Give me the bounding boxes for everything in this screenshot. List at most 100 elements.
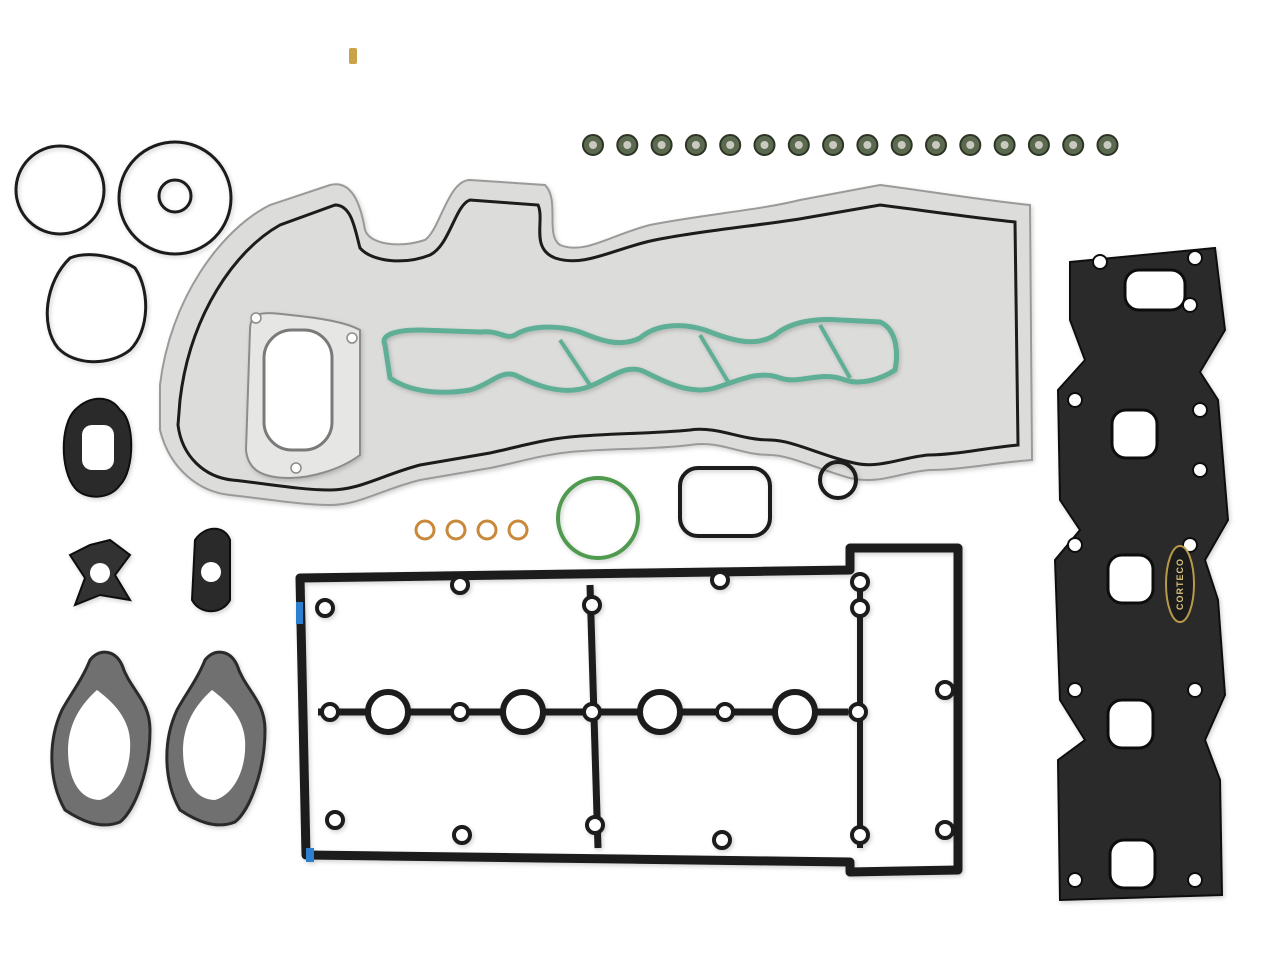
exhaust-bolt-hole xyxy=(1187,250,1203,266)
exhaust-ports xyxy=(1067,250,1208,890)
bolt-hole xyxy=(585,815,605,835)
timing-cover-black-bead xyxy=(176,198,1020,492)
egr-bolt-hole-1 xyxy=(250,312,262,324)
middle-small-seals xyxy=(556,460,858,560)
brand-badge-text: CORTECO xyxy=(1175,558,1185,610)
o-ring-large-right xyxy=(117,140,233,256)
o-ring-small xyxy=(157,178,193,214)
bolt-hole xyxy=(710,570,730,590)
valve-stem-seal xyxy=(959,134,982,156)
rounded-seal-ring xyxy=(45,253,148,364)
exhaust-bolt-hole xyxy=(1192,402,1208,418)
valve-stem-seal xyxy=(993,134,1016,156)
bolt-hole xyxy=(850,572,870,592)
small-oval-gasket-hole xyxy=(201,562,221,582)
valve-stem-seal xyxy=(1096,134,1119,156)
bolt-hole xyxy=(850,825,870,845)
brass-fitting xyxy=(349,48,357,64)
left-small-gaskets xyxy=(62,397,231,613)
intake-gasket-outline xyxy=(381,317,899,395)
bolt-hole xyxy=(582,702,602,722)
valve-stem-seal xyxy=(1062,134,1085,156)
exhaust-bolt-hole xyxy=(1067,537,1083,553)
bolt-hole xyxy=(320,702,340,722)
exhaust-bolt-hole xyxy=(1192,462,1208,478)
bolt-hole xyxy=(315,598,335,618)
copper-washer xyxy=(414,519,436,541)
cam-journal-hole xyxy=(772,689,818,735)
blue-mark-top xyxy=(296,602,303,624)
valve-stem-seal xyxy=(582,134,604,156)
bolt-hole xyxy=(450,702,470,722)
small-star-gasket-hole xyxy=(90,563,110,583)
bolt-hole xyxy=(712,830,732,850)
pump-gasket-right-opening xyxy=(183,690,246,800)
valve-stem-seal xyxy=(1027,134,1050,156)
valve-stem-seal xyxy=(787,134,810,156)
exhaust-port xyxy=(1108,838,1157,890)
valve-stem-seal xyxy=(719,134,742,156)
egr-bolt-hole-2 xyxy=(346,332,358,344)
cam-journal-hole xyxy=(365,689,411,735)
copper-washer xyxy=(445,519,467,541)
exhaust-port xyxy=(1106,698,1155,750)
exhaust-port xyxy=(1123,268,1187,312)
blue-mark-bottom xyxy=(306,848,314,862)
valve-cover-outer-frame xyxy=(295,543,963,877)
o-ring-group xyxy=(14,140,233,364)
valve-stem-seal xyxy=(925,134,947,156)
exhaust-manifold-gasket: CORTECO xyxy=(1053,246,1230,902)
egr-steel-gasket xyxy=(244,312,361,480)
copper-washer-row xyxy=(414,519,529,541)
exhaust-bolt-hole xyxy=(1182,297,1198,313)
copper-washer xyxy=(476,519,498,541)
brand-badge-oval xyxy=(1165,545,1195,623)
exhaust-bolt-hole xyxy=(1187,872,1203,888)
valve-stem-seal xyxy=(684,134,707,156)
small-black-seal xyxy=(818,460,858,500)
timing-cover-steel-body xyxy=(159,178,1034,507)
valve-stem-seal xyxy=(856,134,879,156)
square-seal xyxy=(678,466,772,538)
valve-stem-seal-row xyxy=(582,134,1119,156)
bolt-hole xyxy=(450,575,470,595)
brand-badge: CORTECO xyxy=(1165,545,1195,623)
egr-gasket-port xyxy=(262,328,334,452)
flange-gasket-left-port xyxy=(82,425,114,470)
bolt-hole xyxy=(935,820,955,840)
valve-stem-seal xyxy=(890,134,913,156)
exhaust-bolt-hole xyxy=(1067,872,1083,888)
exhaust-port xyxy=(1106,553,1155,605)
exhaust-bolt-hole xyxy=(1067,392,1083,408)
cam-journal-hole xyxy=(637,689,683,735)
valve-cover-gasket xyxy=(295,543,963,877)
egr-bolt-hole-3 xyxy=(290,462,302,474)
pump-gasket-left-opening xyxy=(68,690,131,800)
green-o-ring xyxy=(556,476,640,560)
bolt-hole xyxy=(452,825,472,845)
valve-cover-bolt-holes xyxy=(315,570,955,850)
exhaust-bolt-hole xyxy=(1067,682,1083,698)
intake-manifold-gasket xyxy=(381,317,899,395)
bolt-hole xyxy=(848,702,868,722)
exhaust-bolt-hole xyxy=(1187,682,1203,698)
cam-journal-hole xyxy=(500,689,546,735)
intake-gasket-dividers xyxy=(558,324,852,387)
o-ring-large-left xyxy=(14,144,106,236)
bolt-hole xyxy=(935,680,955,700)
exhaust-port xyxy=(1110,408,1159,460)
bolt-hole xyxy=(325,810,345,830)
bolt-hole xyxy=(715,702,735,722)
valve-stem-seal xyxy=(822,134,845,156)
pump-gasket-pair xyxy=(50,650,267,827)
timing-cover-gasket xyxy=(159,178,1034,507)
bolt-hole xyxy=(582,595,602,615)
bolt-hole xyxy=(850,598,870,618)
exhaust-bolt-hole xyxy=(1092,254,1108,270)
valve-stem-seal xyxy=(616,134,639,156)
valve-stem-seal xyxy=(753,134,776,156)
copper-washer xyxy=(507,519,529,541)
valve-stem-seal xyxy=(650,134,673,156)
exhaust-bolt-hole xyxy=(1182,537,1198,553)
